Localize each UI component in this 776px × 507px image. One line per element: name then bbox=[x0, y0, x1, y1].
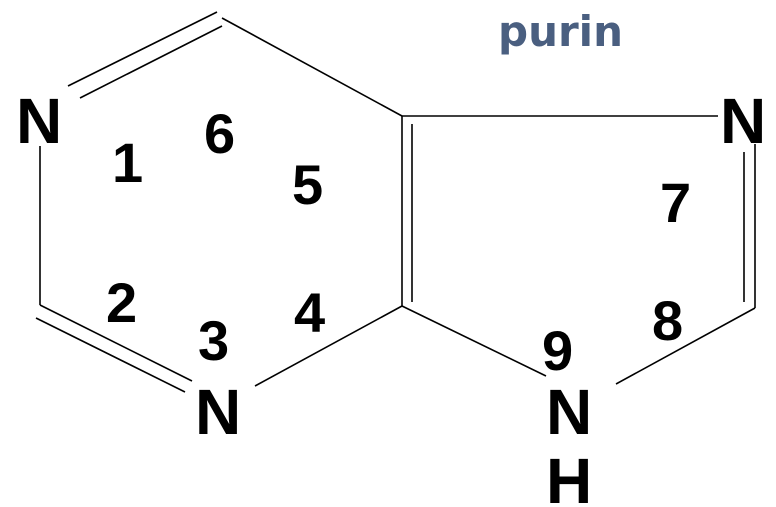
locant-6: 6 bbox=[204, 102, 235, 165]
bond-n3-c2-double bbox=[35, 317, 186, 393]
bond-c6-c5 bbox=[221, 17, 403, 117]
bond-n9-c4 bbox=[401, 305, 547, 377]
locant-1: 1 bbox=[112, 131, 143, 194]
atom-n7: N bbox=[720, 85, 766, 157]
bond-c8-n9 bbox=[615, 307, 756, 385]
locant-8: 8 bbox=[652, 289, 683, 352]
atom-h9: H bbox=[546, 445, 592, 507]
bond-n1-c6-double bbox=[79, 25, 223, 99]
molecule-title: purin bbox=[498, 7, 623, 56]
atom-labels: N N N N H bbox=[16, 85, 766, 507]
locant-5: 5 bbox=[292, 153, 323, 216]
locant-7: 7 bbox=[660, 171, 691, 234]
locant-3: 3 bbox=[198, 309, 229, 372]
locant-9: 9 bbox=[542, 319, 573, 382]
bond-c4-n3 bbox=[254, 305, 403, 387]
locant-4: 4 bbox=[294, 281, 325, 344]
bond-n1-c6 bbox=[67, 11, 218, 87]
locant-2: 2 bbox=[106, 271, 137, 334]
atom-n3: N bbox=[195, 376, 241, 448]
position-numbers: 1 2 3 4 5 6 7 8 9 bbox=[106, 102, 691, 382]
atom-n9: N bbox=[546, 376, 592, 448]
bond-n3-c2 bbox=[39, 304, 193, 382]
bonds bbox=[35, 11, 756, 393]
atom-n1: N bbox=[16, 85, 62, 157]
